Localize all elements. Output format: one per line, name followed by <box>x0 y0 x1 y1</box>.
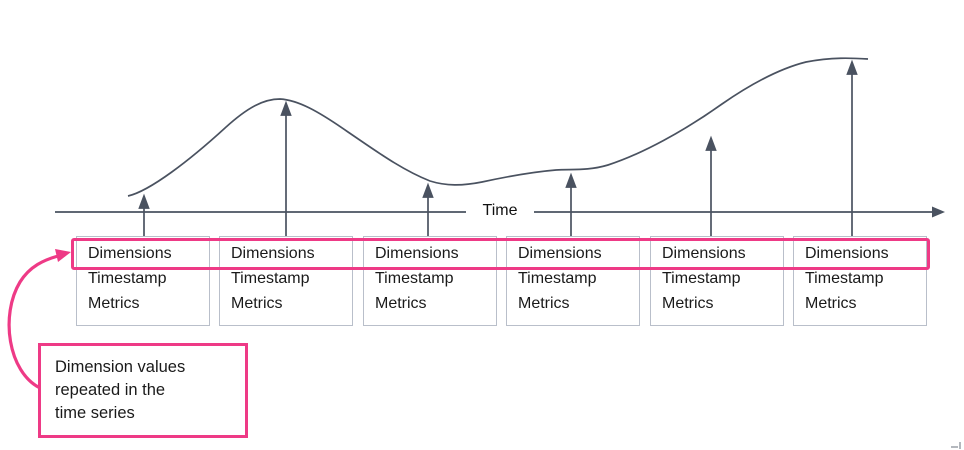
record-box-2: Dimensions Timestamp Metrics <box>219 236 353 326</box>
record-box-4: Dimensions Timestamp Metrics <box>506 236 640 326</box>
value-arrow-head-icon <box>280 100 292 116</box>
value-arrow-head-icon <box>705 135 717 151</box>
record-box-metrics-label: Metrics <box>662 295 714 312</box>
callout-arrow-head-icon <box>55 249 71 262</box>
value-arrow-head-icon <box>565 172 577 188</box>
record-box-1: Dimensions Timestamp Metrics <box>76 236 210 326</box>
record-box-metrics-label: Metrics <box>518 295 570 312</box>
record-box-metrics-label: Metrics <box>375 295 427 312</box>
value-arrow-head-icon <box>422 182 434 198</box>
record-box-metrics-label: Metrics <box>805 295 857 312</box>
dimensions-highlight-band <box>71 238 930 270</box>
record-box-metrics-label: Metrics <box>88 295 140 312</box>
record-box-dimensions-label: Dimensions <box>662 245 746 262</box>
time-series-curve <box>127 57 869 197</box>
record-box-3: Dimensions Timestamp Metrics <box>363 236 497 326</box>
record-box-6: Dimensions Timestamp Metrics <box>793 236 927 326</box>
record-box-timestamp-label: Timestamp <box>518 270 597 287</box>
record-box-timestamp-label: Timestamp <box>805 270 884 287</box>
value-arrow-head-icon <box>846 59 858 75</box>
callout-line: Dimension values <box>55 358 186 376</box>
time-axis-arrowhead-icon <box>932 206 945 218</box>
record-box-5: Dimensions Timestamp Metrics <box>650 236 784 326</box>
time-axis-label: Time <box>482 202 518 219</box>
record-box-dimensions-label: Dimensions <box>231 245 315 262</box>
callout-line: time series <box>55 404 135 422</box>
callout-line: repeated in the <box>55 381 166 399</box>
record-box-timestamp-label: Timestamp <box>231 270 310 287</box>
record-box-dimensions-label: Dimensions <box>375 245 459 262</box>
record-box-timestamp-label: Timestamp <box>375 270 454 287</box>
callout-note: Dimension values repeated in the time se… <box>38 343 248 438</box>
record-box-metrics-label: Metrics <box>231 295 283 312</box>
record-box-timestamp-label: Timestamp <box>662 270 741 287</box>
record-box-dimensions-label: Dimensions <box>88 245 172 262</box>
record-box-timestamp-label: Timestamp <box>88 270 167 287</box>
canvas-edge-artifact <box>951 442 961 449</box>
record-box-dimensions-label: Dimensions <box>805 245 889 262</box>
value-arrow-head-icon <box>138 193 150 209</box>
record-box-dimensions-label: Dimensions <box>518 245 602 262</box>
